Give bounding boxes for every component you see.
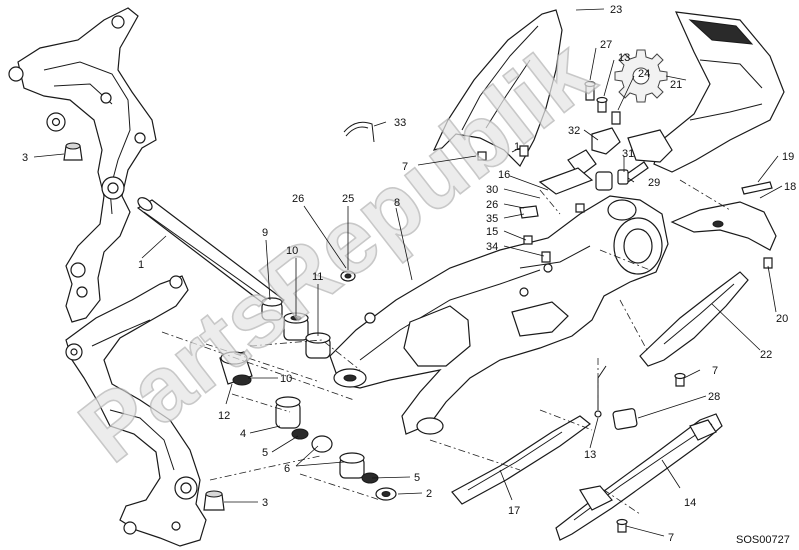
callout-10-lower: 10: [280, 373, 292, 385]
callout-7-mid: 7: [712, 365, 718, 377]
bolt-3-lower[interactable]: [203, 490, 225, 511]
screw-7-mid[interactable]: [674, 372, 686, 387]
callout-18: 19: [782, 151, 794, 163]
screw-13-top[interactable]: [596, 96, 608, 113]
bearing-stack-lower[interactable]: [219, 351, 397, 501]
chain-slider-24[interactable]: [555, 413, 723, 541]
callout-19: 21: [670, 79, 682, 91]
bolt-3-upper[interactable]: [63, 142, 83, 161]
callout-23: 22: [760, 349, 772, 361]
clip-33[interactable]: [343, 121, 375, 143]
callout-6: 6: [284, 463, 290, 475]
callout-7-upper: 7: [402, 161, 408, 173]
chain-slider-15[interactable]: [451, 415, 591, 505]
callout-11: 11: [312, 271, 323, 283]
callout-33: 33: [394, 117, 406, 129]
axis-lines: [161, 179, 731, 515]
callout-24: 14: [684, 497, 696, 509]
pivot-shaft[interactable]: [136, 195, 285, 311]
frame-plate-upper[interactable]: [8, 7, 157, 323]
callout-5-right: 5: [414, 472, 420, 484]
small-fasteners-left[interactable]: [477, 145, 585, 263]
callout-labels: 23 27 13 24 21 33 32 1 7 16 31 29 19 18 …: [22, 4, 796, 544]
callout-22: 24: [638, 68, 650, 80]
guard-small[interactable]: [670, 181, 777, 251]
clamp-32[interactable]: [567, 127, 621, 177]
clip-16[interactable]: [538, 167, 613, 195]
bolt-30-29[interactable]: [617, 161, 649, 185]
callout-3-upper: 3: [22, 152, 28, 164]
callout-20: 20: [776, 313, 788, 325]
grommet-25[interactable]: [340, 270, 356, 282]
callout-12: 12: [218, 410, 230, 422]
frame-plate-lower[interactable]: [65, 275, 207, 547]
callout-4: 4: [240, 428, 246, 440]
rear-hugger[interactable]: [432, 9, 563, 167]
swingarm[interactable]: [329, 195, 669, 435]
drawing-code: SOS00727: [736, 534, 790, 546]
chain-guard[interactable]: [639, 271, 749, 367]
callout-21: 23: [610, 4, 622, 16]
callout-30: 31: [622, 148, 634, 160]
screw-7-bottom[interactable]: [616, 518, 628, 533]
callout-16: 16: [498, 169, 510, 181]
callout-13: 13: [618, 52, 630, 64]
plate-28[interactable]: [612, 408, 638, 430]
screw-20[interactable]: [763, 257, 773, 269]
screw-22[interactable]: [611, 111, 621, 125]
callout-15: 17: [508, 505, 520, 517]
callout-1: 1: [138, 259, 144, 271]
callout-35: 35: [486, 213, 498, 225]
callout-9: 9: [262, 227, 268, 239]
callout-29: 29: [648, 177, 660, 189]
callout-25: 25: [342, 193, 354, 205]
callout-2: 2: [426, 488, 432, 500]
callout-17: 18: [784, 181, 796, 193]
callout-27: 27: [600, 39, 612, 51]
callout-5-left: 5: [262, 447, 268, 459]
callout-34: 34: [486, 241, 498, 253]
bracket-13[interactable]: [594, 365, 607, 418]
callout-26-right: 26: [486, 199, 498, 211]
callout-28: 28: [708, 391, 720, 403]
callout-1-hugger: 1: [514, 141, 520, 153]
callout-3-lower: 3: [262, 497, 268, 509]
callout-10-upper: 10: [286, 245, 298, 257]
callout-26-left: 26: [292, 193, 304, 205]
cover-right[interactable]: [627, 11, 785, 173]
callout-13-lower: 13: [584, 449, 596, 461]
callout-7-bottom: 7: [668, 532, 674, 544]
callout-32: 32: [568, 125, 580, 137]
callout-31: 30: [486, 184, 498, 196]
callout-14: 15: [486, 226, 498, 238]
leader-lines: [33, 8, 783, 537]
callout-8: 8: [394, 197, 400, 209]
screw-27[interactable]: [584, 80, 596, 101]
